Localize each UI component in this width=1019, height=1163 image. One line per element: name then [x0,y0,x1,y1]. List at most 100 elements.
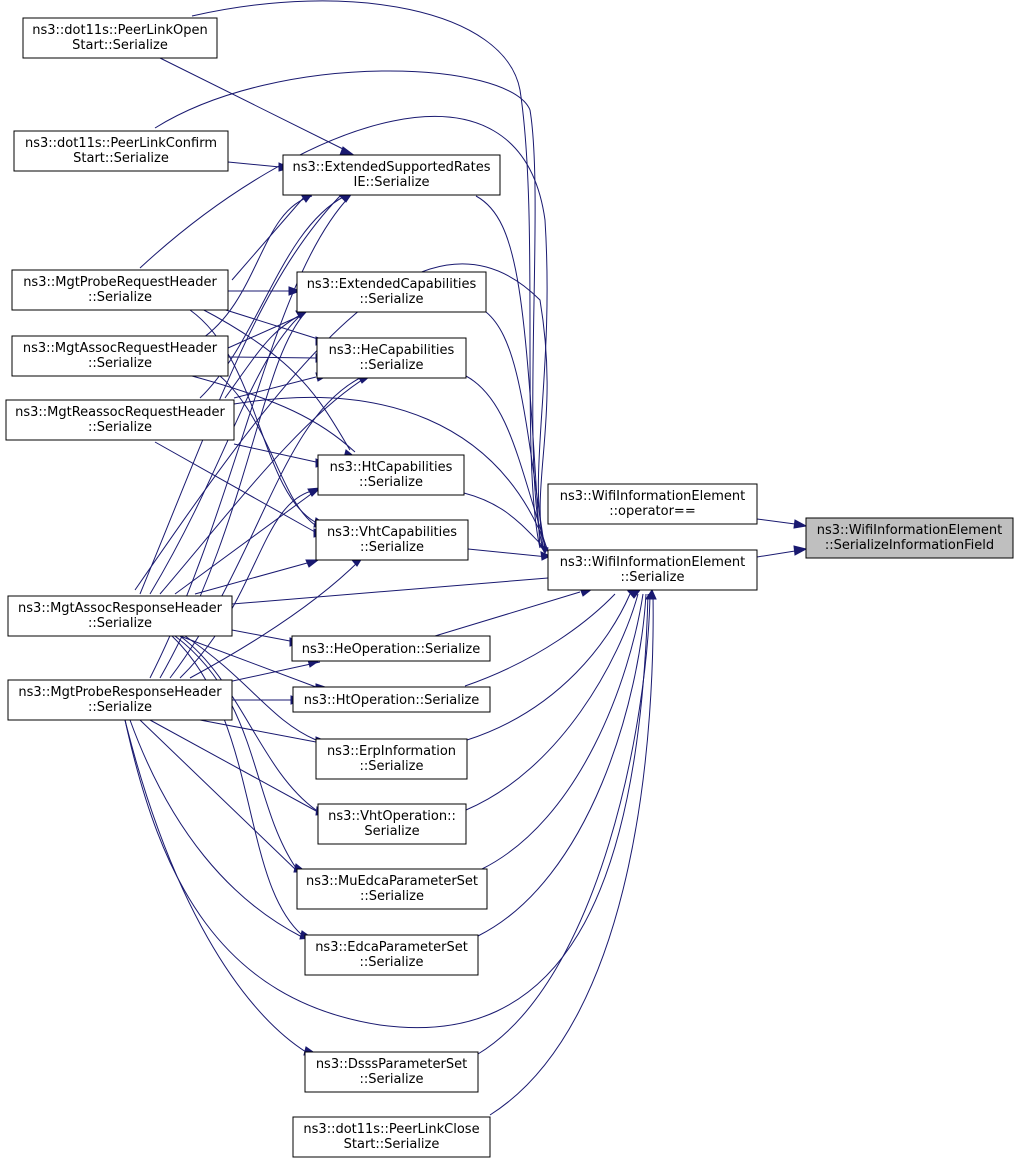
arrowhead [793,519,808,529]
node-label-line: ns3::HeOperation::Serialize [302,642,481,657]
edge-assocresp-to-wie [231,577,549,605]
node-mgt-probe-request-header[interactable]: ns3::MgtProbeRequestHeader ::Serialize [11,269,229,311]
edge-erp-to-wie [466,593,631,741]
node-label-line: ::Serialize [360,358,424,373]
node-label-line: ::Serialize [360,955,424,970]
node-label-line: ::Serialize [88,420,152,435]
node-peer-link-confirm-start[interactable]: ns3::dot11s::PeerLinkConfirm Start::Seri… [13,130,229,172]
node-label-line: ns3::HtOperation::Serialize [304,693,480,708]
node-ht-operation[interactable]: ns3::HtOperation::Serialize [292,686,491,713]
node-label-line: ns3::dot11s::PeerLinkConfirm [25,136,217,151]
node-mgt-reassoc-request-header[interactable]: ns3::MgtReassocRequestHeader ::Serialize [5,399,235,441]
node-he-capabilities[interactable]: ns3::HeCapabilities ::Serialize [316,337,467,379]
edge-plopen-to-extsupp [159,57,346,151]
node-extended-capabilities[interactable]: ns3::ExtendedCapabilities ::Serialize [296,271,487,313]
node-label-line: ns3::ExtendedSupportedRates [292,160,490,175]
node-label-line: Start::Serialize [344,1137,440,1152]
arrowhead [540,551,552,561]
edge-proberesp-to-erp [199,719,317,743]
edge-reassoc-to-wie [233,396,549,552]
node-label-line: ns3::dot11s::PeerLinkClose [303,1122,479,1137]
edge-assocresp-to-htcap [174,488,319,595]
edge-assocreq-to-hecap [227,356,317,359]
node-label-line: Start::Serialize [73,151,169,166]
node-wifi-ie-serialize[interactable]: ns3::WifiInformationElement ::Serialize [547,549,758,591]
edge-assocresp-to-extcap [149,311,305,595]
node-label-line: ns3::HeCapabilities [329,343,455,358]
edge-edca-to-wie [477,593,647,937]
edge-proberesp-to-vhtop [149,719,319,813]
node-mgt-assoc-response-header[interactable]: ns3::MgtAssocResponseHeader ::Serialize [7,595,233,637]
edge-vhtop-to-wie [465,593,639,811]
node-edca-parameter-set[interactable]: ns3::EdcaParameterSet ::Serialize [304,934,479,976]
node-wifi-ie-operator-eq[interactable]: ns3::WifiInformationElement ::operator== [547,483,758,525]
node-label-line: ns3::MgtProbeRequestHeader [23,275,217,290]
edge-proberesp-to-edca [129,719,303,938]
edge-reassoc-to-vhtcap [154,441,316,533]
node-label-line: ::Serialize [360,759,424,774]
node-label-line: ::Serialize [621,570,685,585]
node-mgt-assoc-request-header[interactable]: ns3::MgtAssocRequestHeader ::Serialize [11,335,229,377]
edge-heop-to-wie [434,591,581,637]
edge-assocreq-to-htcap [191,375,356,453]
node-vht-operation[interactable]: ns3::VhtOperation:: Serialize [317,803,467,845]
node-label-line: ::Serialize [88,356,152,371]
edge-htop-to-wie [464,593,616,687]
edge-dsss-to-wie [477,593,651,1055]
edge-probereq-to-hecap [209,304,319,340]
node-label-line: IE::Serialize [353,175,429,190]
edge-vhtcap-to-wie [467,548,549,558]
edge-proberesp-to-dsss [124,719,307,1053]
edge-wie-serialize-to-target [756,550,796,558]
node-erp-information[interactable]: ns3::ErpInformation ::Serialize [315,738,468,780]
edge-assocresp-to-hecap [159,377,366,595]
edge-assocresp-to-heop [231,629,291,642]
node-extended-supported-rates[interactable]: ns3::ExtendedSupportedRates IE::Serializ… [282,154,501,196]
node-label-line: ns3::DsssParameterSet [316,1057,467,1072]
edge-assocresp-to-erp [184,635,317,741]
edge-plopen-to-wie [191,0,541,549]
node-label-line: ns3::ExtendedCapabilities [307,277,477,292]
node-mu-edca-parameter-set[interactable]: ns3::MuEdcaParameterSet ::Serialize [296,868,488,910]
node-label-line: ::Serialize [359,475,423,490]
edge-plclose-to-wie [489,593,654,1116]
node-peer-link-close-start[interactable]: ns3::dot11s::PeerLinkClose Start::Serial… [292,1116,491,1158]
node-mgt-probe-response-header[interactable]: ns3::MgtProbeResponseHeader ::Serialize [7,679,233,721]
node-he-operation[interactable]: ns3::HeOperation::Serialize [291,635,491,662]
node-label-line: ns3::dot11s::PeerLinkOpen [32,23,207,38]
node-label-line: ns3::VhtOperation:: [328,809,456,824]
node-label-line: Start::Serialize [72,38,168,53]
edge-proberesp-to-heop [227,661,321,683]
arrowhead [538,544,549,554]
node-label-line: ::Serialize [360,292,424,307]
node-dsss-parameter-set[interactable]: ns3::DsssParameterSet ::Serialize [304,1051,479,1093]
edge-probereq-to-extsupp [231,195,306,281]
edge-assocresp-to-extsupp [139,195,341,595]
node-label-line: ns3::MuEdcaParameterSet [306,874,478,889]
node-label-line: ns3::VhtCapabilities [327,525,457,540]
node-label-line: Serialize [364,824,419,839]
node-ht-capabilities[interactable]: ns3::HtCapabilities ::Serialize [317,454,465,496]
edge-reassoc-to-hecap [233,376,317,399]
arrowhead [307,487,322,497]
node-peer-link-open-start[interactable]: ns3::dot11s::PeerLinkOpen Start::Seriali… [22,17,218,59]
node-label-line: ns3::WifiInformationElement [817,523,1003,538]
node-label-line: ::Serialize [360,1072,424,1087]
node-wifi-ie-serialize-information-field[interactable]: ns3::WifiInformationElement ::SerializeI… [805,517,1014,559]
edge-proberesp-to-vhtcap [189,559,361,679]
edges [124,0,796,1116]
arrowhead [305,559,320,568]
edge-extcap-to-wie [485,311,546,551]
edge-plconfirm-to-extsupp [227,161,281,168]
node-label-line: ::operator== [609,504,695,519]
edge-extsupp-to-wie [475,195,541,549]
node-label-line: ns3::HtCapabilities [330,460,453,475]
node-label-line: ns3::MgtAssocRequestHeader [23,341,218,356]
edge-plconfirm-to-wie [154,70,544,550]
node-label-line: ::SerializeInformationField [825,538,994,553]
edge-probereq-to-htcap [199,307,351,451]
edge-assocresp-to-edca [171,635,303,936]
edge-proberesp2-to-wie [134,263,548,591]
edge-assocreq-to-vhtcap [219,375,316,526]
node-vht-capabilities[interactable]: ns3::VhtCapabilities ::Serialize [315,519,469,561]
